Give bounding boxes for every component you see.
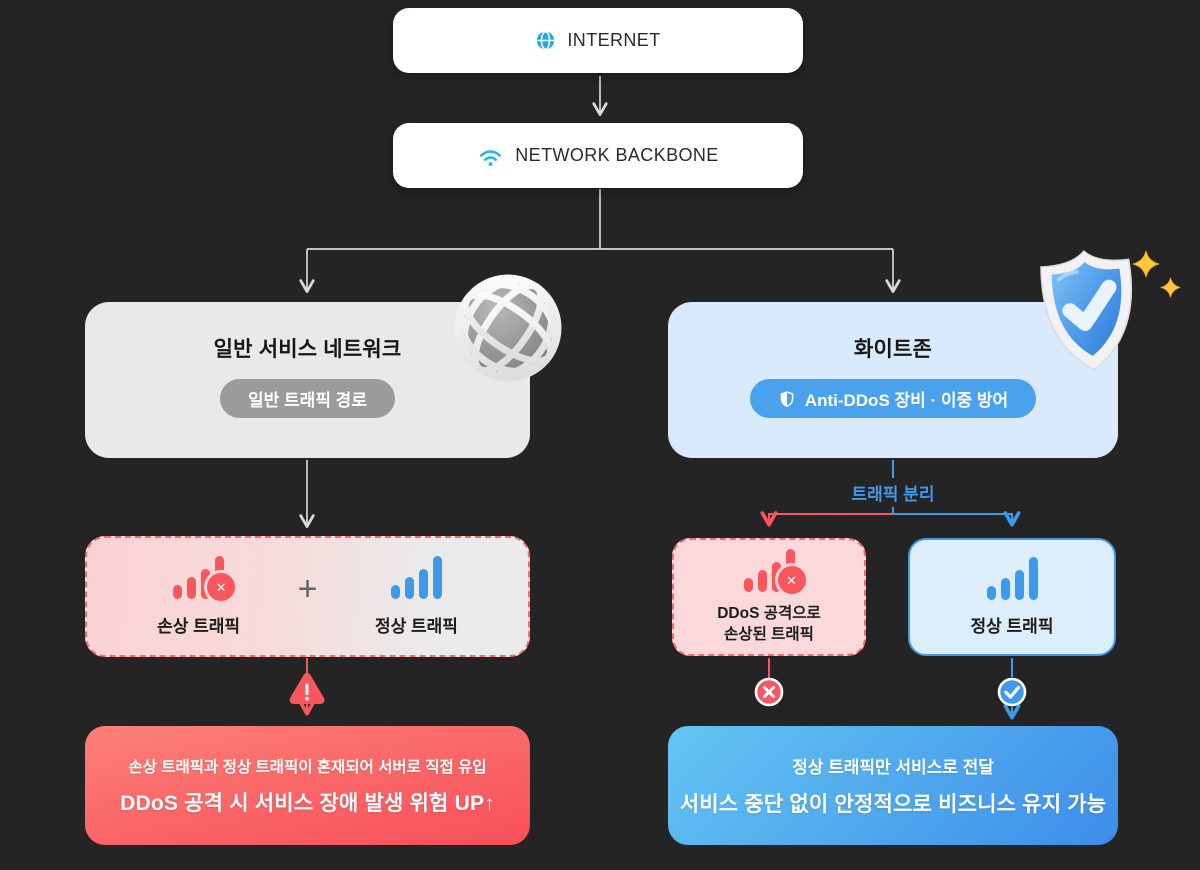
general-traffic-badge: 일반 트래픽 경로	[220, 379, 395, 418]
x-badge-icon: ✕	[774, 563, 809, 598]
success-result-line2: 서비스 중단 없이 안정적으로 비즈니스 유지 가능	[679, 793, 1107, 816]
damaged-traffic-label: 손상 트래픽	[157, 617, 241, 636]
danger-result-line2: DDoS 공격 시 서비스 장애 발생 위험 UP↑	[120, 791, 495, 815]
general-network-panel: 일반 서비스 네트워크 일반 트래픽 경로	[85, 302, 530, 458]
clean-traffic-label: 정상 트래픽	[970, 617, 1054, 636]
ddos-damaged-line2: 손상된 트래픽	[724, 625, 814, 643]
ddos-damaged-box: ✕ DDoS 공격으로 손상된 트래픽	[672, 538, 866, 656]
antiddos-badge-label: Anti-DDoS 장비 · 이중 방어	[804, 391, 1009, 410]
normal-traffic-label: 정상 트래픽	[374, 617, 458, 636]
wifi-icon	[480, 149, 502, 166]
mixed-traffic-box: ✕ 손상 트래픽 + 정상 트래픽	[85, 536, 530, 657]
damaged-traffic-icon: ✕	[743, 549, 809, 598]
general-traffic-badge-label: 일반 트래픽 경로	[248, 391, 367, 410]
general-network-title: 일반 서비스 네트워크	[213, 338, 402, 361]
shield-icon	[780, 390, 794, 407]
warning-triangle-icon	[289, 673, 325, 704]
sparkle-icon	[1132, 250, 1160, 278]
clean-traffic-box: 정상 트래픽	[908, 538, 1116, 656]
traffic-split-label: 트래픽 분리	[845, 478, 941, 507]
success-result-box: 정상 트래픽만 서비스로 전달 서비스 중단 없이 안정적으로 비즈니스 유지 …	[668, 726, 1118, 845]
danger-result-line1: 손상 트래픽과 정상 트래픽이 혼재되어 서버로 직접 유입	[128, 758, 487, 776]
success-result-line1: 정상 트래픽만 서비스로 전달	[792, 758, 994, 777]
danger-result-box: 손상 트래픽과 정상 트래픽이 혼재되어 서버로 직접 유입 DDoS 공격 시…	[85, 726, 530, 845]
whitezone-title: 화이트존	[853, 338, 933, 361]
damaged-traffic-icon: ✕	[173, 556, 239, 604]
backbone-node: NETWORK BACKBONE	[393, 123, 803, 188]
ddos-damaged-line1: DDoS 공격으로	[717, 605, 821, 623]
globe-3d-icon	[454, 274, 562, 382]
connector-split-blue	[893, 511, 1021, 527]
sparkle-icon-small	[1160, 277, 1181, 298]
connector-split-red	[760, 511, 893, 527]
backbone-label: NETWORK BACKBONE	[515, 145, 719, 165]
plus-sign: +	[297, 570, 318, 608]
normal-traffic-icon	[986, 557, 1038, 600]
normal-traffic-icon	[390, 556, 442, 599]
damaged-traffic-item: ✕ 손상 트래픽	[134, 556, 264, 637]
antiddos-badge: Anti-DDoS 장비 · 이중 방어	[749, 379, 1037, 418]
whitezone-panel: 화이트존 Anti-DDoS 장비 · 이중 방어	[668, 302, 1118, 458]
globe-icon	[537, 30, 555, 51]
normal-traffic-item: 정상 트래픽	[351, 556, 481, 637]
x-badge-icon: ✕	[204, 570, 239, 604]
internet-node: INTERNET	[393, 8, 803, 73]
passed-check-icon	[997, 677, 1027, 707]
shield-check-3d-icon	[1040, 250, 1133, 371]
blocked-cross-icon	[754, 677, 784, 707]
internet-label: INTERNET	[567, 30, 661, 50]
ddos-damaged-label: DDoS 공격으로 손상된 트래픽	[717, 604, 821, 645]
